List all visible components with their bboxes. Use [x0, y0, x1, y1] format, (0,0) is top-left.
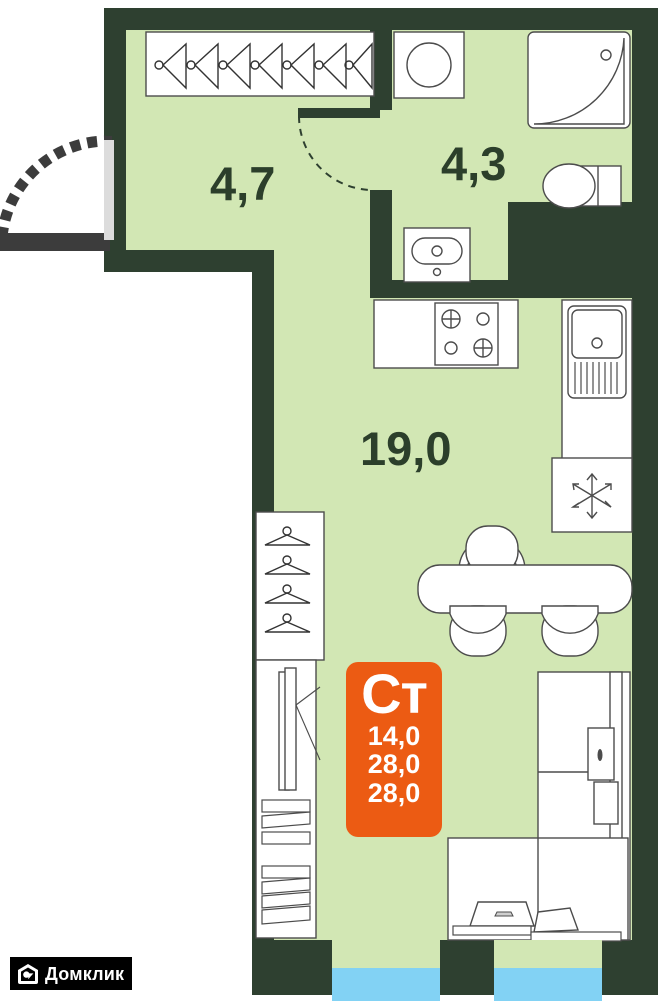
hanger-icon	[264, 526, 311, 546]
entry-door-panel[interactable]	[0, 233, 110, 251]
room-area-label-hall: 4,7	[210, 157, 276, 210]
windows-group	[332, 940, 602, 1001]
room-area-label-livingroom: 19,0	[360, 422, 452, 475]
badge-area-living: 14,0	[367, 721, 421, 751]
kitchen-sink-icon[interactable]	[567, 305, 627, 399]
desk-stool-icon[interactable]	[533, 907, 579, 933]
window-reveal-right	[494, 940, 602, 968]
hanger-icon	[282, 42, 315, 90]
window-icon[interactable]	[494, 968, 602, 1001]
bathroom-door-swing-arc	[298, 115, 374, 191]
hanger-icon	[250, 42, 283, 90]
shower-cabin-icon[interactable]	[527, 31, 631, 129]
bathroom-door-group[interactable]	[298, 115, 374, 191]
domclick-logo[interactable]: Домклик	[10, 957, 133, 990]
hanger-icon	[314, 42, 347, 90]
sofa-icon[interactable]	[278, 667, 321, 791]
room-area-label-bathroom: 4,3	[441, 137, 507, 190]
sink-icon[interactable]	[403, 227, 471, 283]
chair-icon[interactable]	[449, 605, 507, 657]
refrigerator-icon[interactable]	[551, 457, 633, 533]
entry-door-swing-arc	[0, 135, 107, 238]
dining-set-group	[417, 525, 633, 657]
hanger-icon	[154, 42, 187, 90]
hanger-icon	[344, 42, 373, 90]
wall-top-band	[104, 8, 654, 30]
wall-hall-bottom-band	[104, 250, 274, 272]
wall-right-band	[632, 8, 658, 995]
stove-icon[interactable]	[434, 302, 499, 366]
table-icon[interactable]	[417, 564, 633, 614]
wall-bath-vert-bottom	[370, 190, 392, 298]
hanger-icon	[264, 613, 311, 633]
cabinet-door-icon[interactable]	[593, 781, 619, 825]
desk-group[interactable]	[447, 837, 629, 942]
entry-door-group[interactable]	[0, 135, 114, 251]
hanger-icon-set	[154, 42, 373, 90]
badge-area-values: 14,0 28,0 28,0	[346, 722, 442, 807]
window-reveal-left	[332, 940, 440, 968]
snowflake-icon	[570, 472, 612, 520]
wall-bath-vert-top	[370, 30, 392, 110]
shelves-icon[interactable]	[261, 865, 311, 925]
hanger-icon	[218, 42, 251, 90]
badge-area-with-balcony: 28,0	[367, 777, 421, 808]
house-icon	[18, 963, 38, 984]
shelves-icon[interactable]	[261, 799, 311, 845]
toilet-icon[interactable]	[542, 163, 622, 209]
hanger-icon	[186, 42, 219, 90]
wardrobe-group[interactable]	[255, 511, 325, 661]
chair-icon[interactable]	[541, 605, 599, 657]
hanger-icon-set	[264, 526, 311, 633]
window-icon[interactable]	[332, 968, 440, 1001]
wall-bath-east-notch	[508, 202, 634, 298]
entry-threshold	[104, 140, 114, 240]
wall-bath-door-header	[298, 108, 378, 118]
badge-area-total: 28,0	[367, 749, 421, 780]
bathroom-fixtures-group	[393, 31, 631, 283]
washing-machine-icon[interactable]	[393, 31, 465, 99]
entry-closet-group[interactable]	[145, 31, 375, 97]
hanger-icon	[264, 555, 311, 575]
sofa-shelving-group	[255, 659, 321, 939]
status-badge: Ст 14,0 28,0 28,0	[346, 662, 442, 837]
badge-apartment-type: Ст	[361, 662, 428, 725]
wall-left-upper-band	[104, 8, 126, 140]
domclick-logo-text: Домклик	[45, 963, 125, 984]
kitchen-group	[373, 299, 633, 533]
hanger-icon	[264, 584, 311, 604]
